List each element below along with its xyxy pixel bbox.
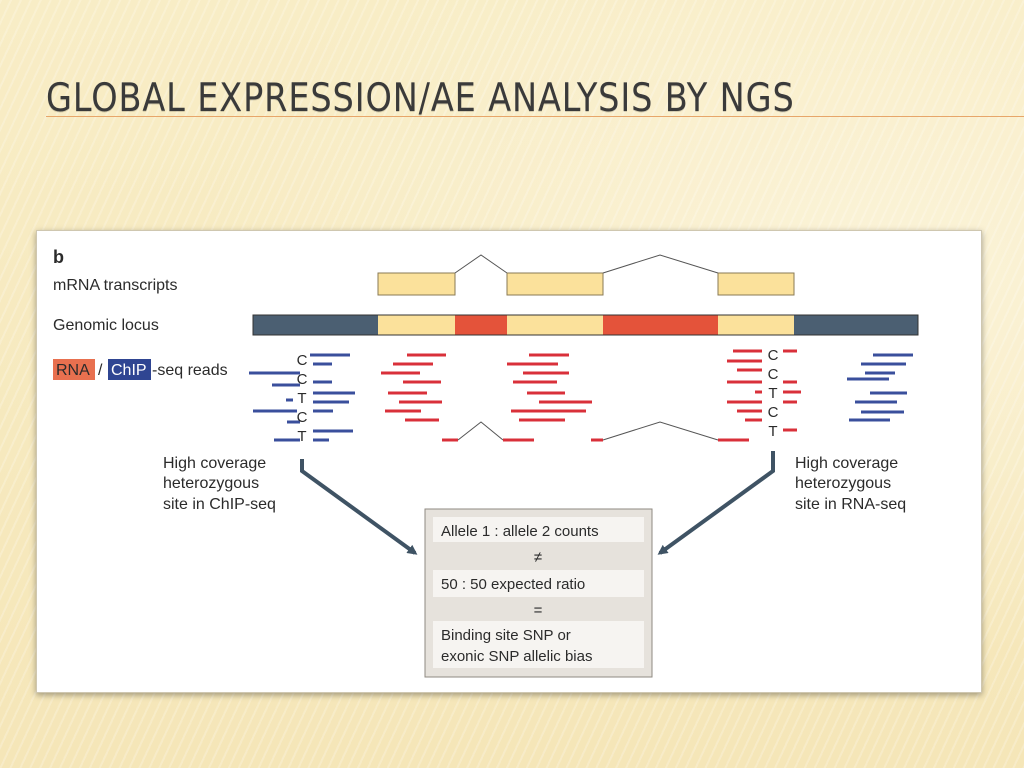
locus-exon-3 [718,315,794,335]
right-caption-line: heterozygous [795,475,891,492]
locus-intron-2 [603,315,718,335]
snp-base: T [297,390,306,407]
right-caption-line: High coverage [795,455,898,472]
figure-diagram: b mRNA transcripts Genomic locus RNA / C… [53,247,919,678]
locus-exon-1 [378,315,455,335]
locus-exon-2 [507,315,603,335]
snp-base: C [768,366,779,383]
left-snp-bases: C C T C T [297,352,308,445]
left-caption-line: High coverage [163,455,266,472]
allele-counts-text: Allele 1 : allele 2 counts [441,523,599,540]
snp-base: C [297,409,308,426]
allele-row-3 [433,621,644,668]
bias-text-line-2: exonic SNP allelic bias [441,648,592,665]
right-snp-bases: C C T C T [768,347,779,440]
right-caption-line: site in RNA-seq [795,496,906,513]
mrna-label: mRNA transcripts [53,277,177,294]
locus-flank-right [794,315,918,335]
left-caption-line: site in ChIP-seq [163,496,276,513]
rna-badge [53,359,95,380]
mrna-splice-1 [454,254,508,274]
right-caption: High coverage heterozygous site in RNA-s… [795,455,906,513]
mrna-exon-1 [377,272,456,296]
expected-ratio-text: 50 : 50 expected ratio [441,576,585,593]
ngs-figure: b mRNA transcripts Genomic locus RNA / C… [36,230,982,693]
snp-base: C [297,352,308,369]
mrna-exon-3 [717,272,795,296]
not-equal-sign: ≠ [534,549,542,566]
bias-text-line-1: Binding site SNP or [441,627,571,644]
locus-outline [252,314,919,336]
title-underline [46,116,1024,117]
allele-row-2 [433,570,644,597]
left-caption-line: heterozygous [163,475,259,492]
allele-ratio-box: Allele 1 : allele 2 counts ≠ 50 : 50 exp… [424,508,653,678]
locus-intron-1 [455,315,507,335]
chip-badge [108,359,151,380]
locus-label: Genomic locus [53,317,159,334]
rna-badge-label: RNA [56,362,90,379]
panel-letter: b [53,247,64,267]
slide-title: GLOBAL EXPRESSION/AE ANALYSIS BY NGS [46,76,795,121]
locus-flank-left [253,315,378,335]
snp-base: C [768,404,779,421]
left-arrow [300,459,418,555]
rna-reads-exon-2 [507,353,592,422]
spliced-read-junction [602,421,719,441]
mrna-transcript [377,254,795,296]
left-caption: High coverage heterozygous site in ChIP-… [163,455,276,513]
rna-reads-exon-3 [727,349,801,432]
spliced-rna-reads [442,421,749,442]
rna-reads-exon-1 [381,353,446,422]
spliced-read-junction [457,421,504,441]
snp-base: T [768,385,777,402]
mrna-splice-2 [602,254,719,274]
right-arrow [657,451,775,555]
chip-reads-right [847,353,913,422]
equal-sign: = [534,602,543,619]
snp-base: T [297,428,306,445]
chip-badge-label: ChIP [111,362,147,379]
snp-base: T [768,423,777,440]
snp-base: C [297,371,308,388]
seq-reads-label: -seq reads [152,362,228,379]
allele-row-1 [433,517,644,542]
mrna-exon-2 [506,272,604,296]
genomic-locus-bar [252,314,919,336]
chip-reads-left [249,353,355,442]
slash-label: / [98,362,103,379]
snp-base: C [768,347,779,364]
